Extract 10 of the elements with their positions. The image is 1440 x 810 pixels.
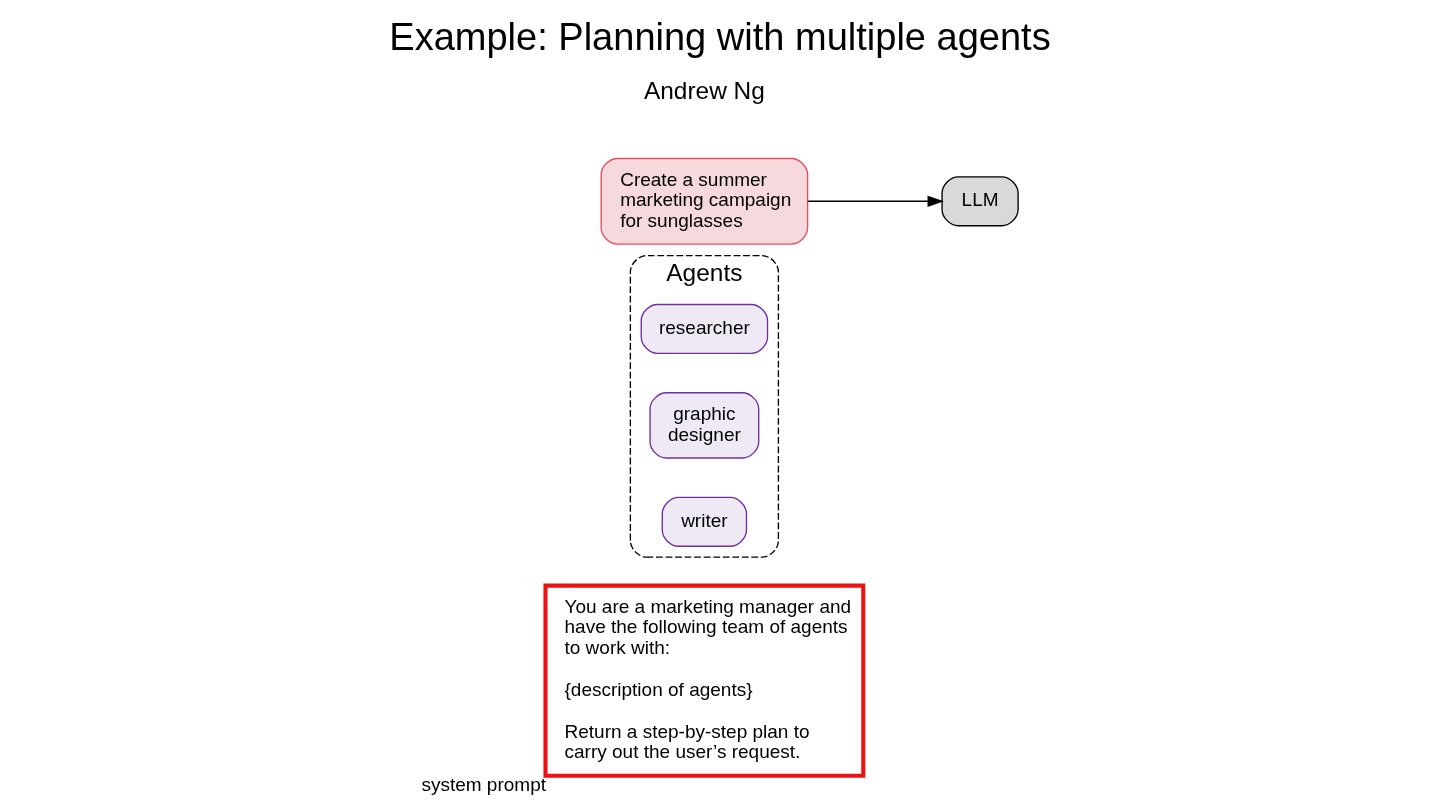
diagram-title: Example: Planning with multiple agents [389,15,1051,58]
node-box: Create a summer marketing campaign for sunglasses [600,157,809,245]
node-box: researcher [640,303,769,355]
label: Andrew Ng [643,76,765,104]
node-box: graphic designer [649,392,760,459]
node-label: system prompt [421,773,546,795]
arrow [807,195,944,207]
node-box: writer [661,496,748,547]
node-box: You are a marketing manager and have the following team of agents to work with: {description of agents} Return a step-by-step plan to carry out the user’s request. [543,583,866,778]
node-box: LLM [941,176,1019,227]
